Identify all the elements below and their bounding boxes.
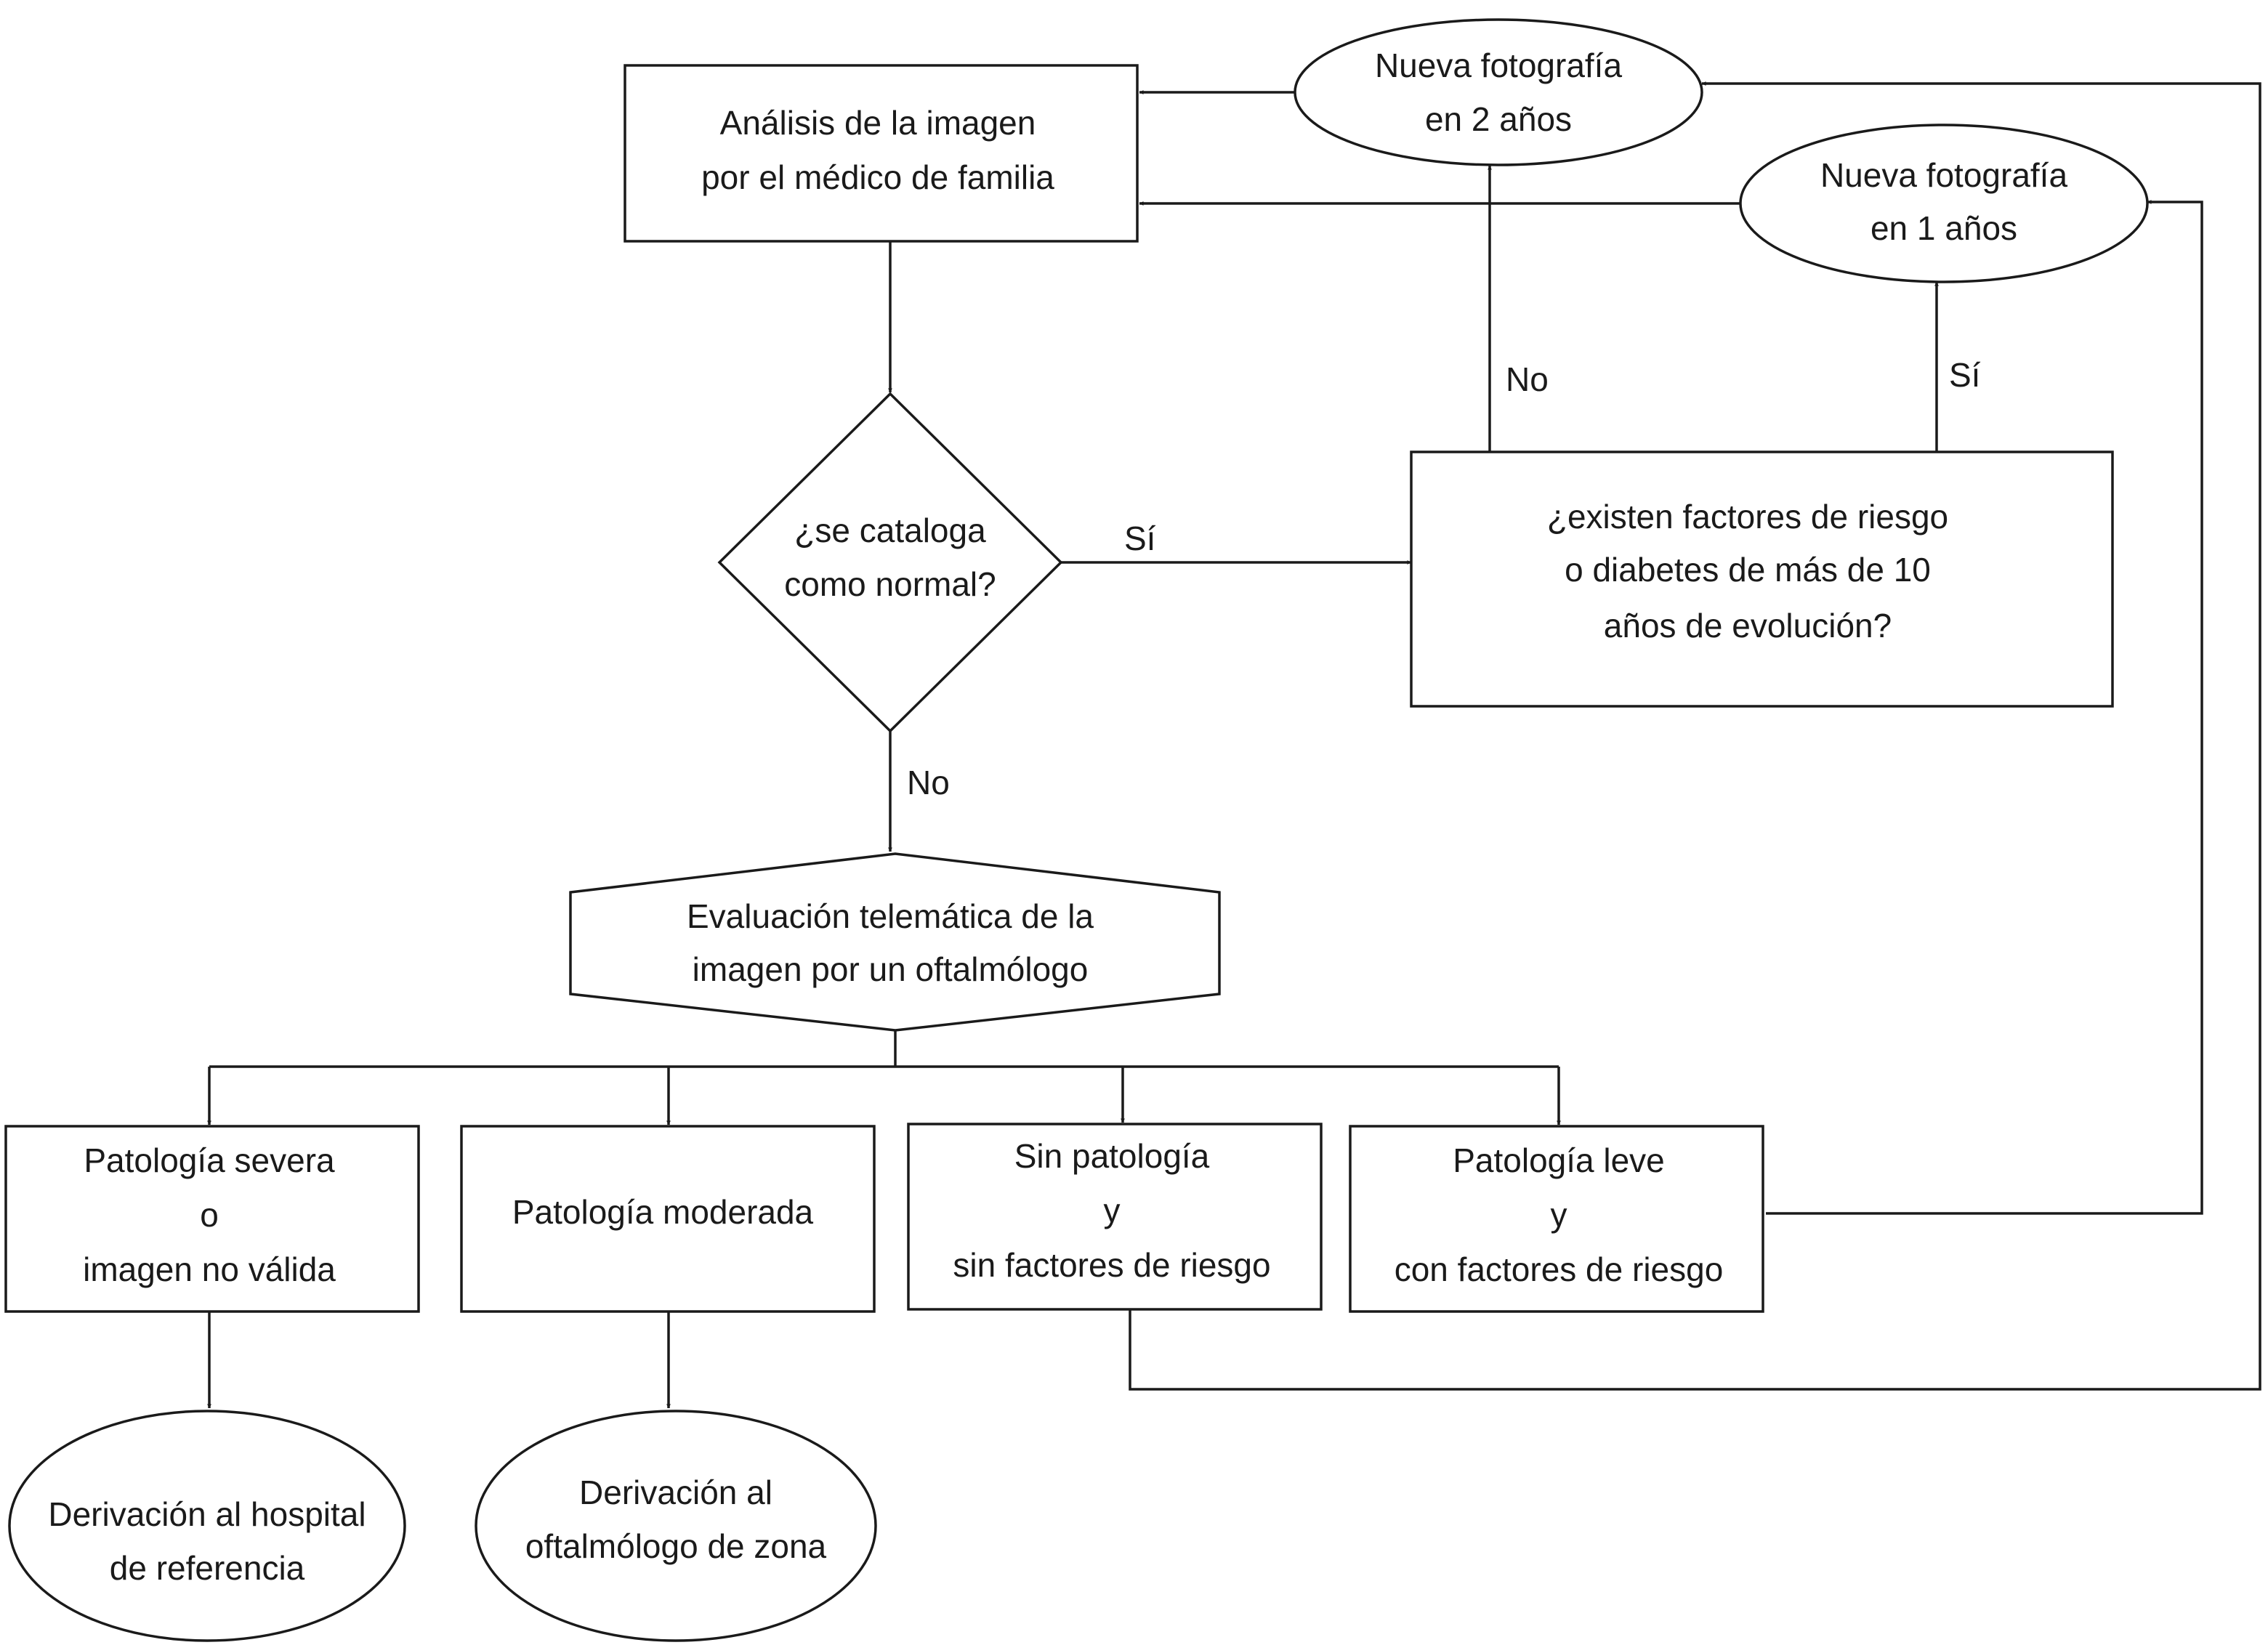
connectors: [207, 81, 2261, 1409]
node-zona-line1: Derivación al: [579, 1474, 772, 1511]
node-evaluacion-line1: Evaluación telemática de la: [687, 897, 1094, 935]
node-sin: Sin patología y sin factores de riesgo: [907, 1123, 1323, 1311]
node-foto2-line1: Nueva fotografía: [1375, 47, 1623, 84]
node-foto1: Nueva fotografía en 1 años: [1739, 124, 2149, 283]
node-moderada-line1: Patología moderada: [512, 1193, 814, 1231]
node-evaluacion: Evaluación telemática de la imagen por u…: [569, 852, 1221, 1032]
node-foto2-line2: en 2 años: [1425, 100, 1572, 138]
node-leve-line2: y: [1551, 1196, 1567, 1234]
edge-sin-to-foto2: [1129, 81, 2261, 1391]
node-factores-line2: o diabetes de más de 10: [1565, 551, 1931, 589]
node-normal-line1: ¿se cataloga: [794, 512, 986, 549]
node-hospital-line2: de referencia: [110, 1549, 305, 1587]
node-severa-line1: Patología severa: [84, 1141, 335, 1179]
node-analisis-line1: Análisis de la imagen: [720, 104, 1036, 142]
node-severa-line2: o: [200, 1196, 219, 1234]
node-severa: Patología severa o imagen no válida: [4, 1125, 420, 1313]
node-zona: Derivación al oftalmólogo de zona: [475, 1410, 877, 1642]
node-hospital-line1: Derivación al hospital: [48, 1495, 366, 1533]
node-foto1-line1: Nueva fotografía: [1820, 156, 2068, 194]
node-foto1-line2: en 1 años: [1871, 209, 2017, 247]
edge-label-no-top: No: [1506, 360, 1549, 398]
node-severa-line3: imagen no válida: [83, 1250, 336, 1288]
node-analisis-line2: por el médico de familia: [701, 158, 1054, 196]
node-normal-line2: como normal?: [784, 565, 996, 603]
node-normal-decision: ¿se cataloga como normal?: [717, 392, 1063, 733]
node-factores-line1: ¿existen factores de riesgo: [1547, 498, 1948, 535]
edge-label-si-top: Sí: [1949, 356, 1981, 394]
node-sin-line3: sin factores de riesgo: [953, 1246, 1270, 1284]
node-factores-line3: años de evolución?: [1604, 607, 1892, 644]
node-foto2: Nueva fotografía en 2 años: [1294, 18, 1703, 166]
edge-label-si-mid: Sí: [1124, 520, 1156, 557]
node-analisis: Análisis de la imagen por el médico de f…: [624, 64, 1139, 243]
node-moderada: Patología moderada: [460, 1125, 876, 1313]
node-leve-line3: con factores de riesgo: [1395, 1250, 1724, 1288]
node-leve: Patología leve y con factores de riesgo: [1349, 1125, 1764, 1313]
node-sin-line1: Sin patología: [1014, 1137, 1210, 1175]
node-zona-line2: oftalmólogo de zona: [525, 1527, 827, 1565]
edge-label-no-mid: No: [907, 764, 950, 801]
node-hospital: Derivación al hospital de referencia: [8, 1410, 406, 1642]
node-factores: ¿existen factores de riesgo o diabetes d…: [1410, 450, 2114, 708]
node-evaluacion-line2: imagen por un oftalmólogo: [693, 950, 1089, 988]
node-leve-line1: Patología leve: [1453, 1141, 1665, 1179]
edge-leve-to-foto1: [1766, 200, 2203, 1215]
node-sin-line2: y: [1104, 1192, 1121, 1229]
